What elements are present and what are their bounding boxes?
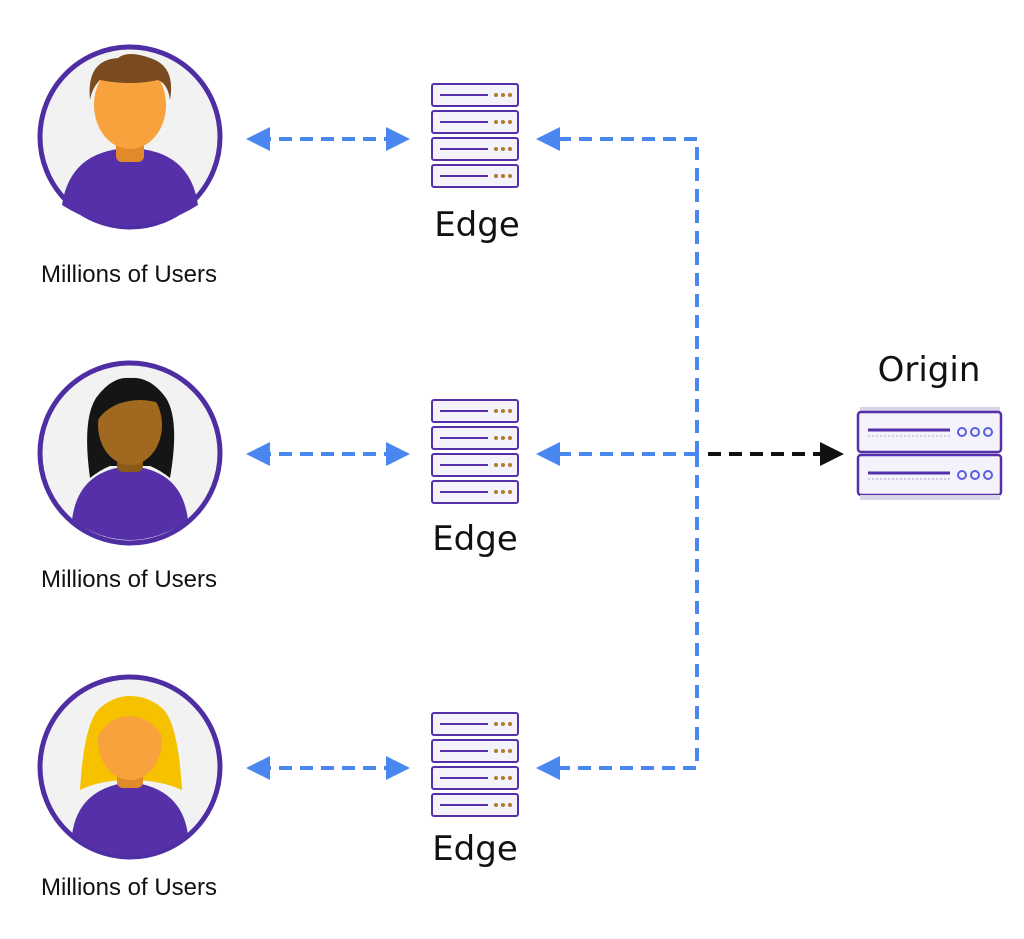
server-unit	[431, 739, 519, 763]
server-unit	[431, 793, 519, 817]
man-avatar-icon	[62, 54, 198, 226]
server-unit	[431, 426, 519, 450]
server-unit	[431, 453, 519, 477]
server-unit	[431, 766, 519, 790]
users-label-1: Millions of Users	[41, 261, 217, 288]
server-unit	[431, 399, 519, 423]
edge-server-3	[431, 712, 519, 817]
users-label-2: Millions of Users	[41, 566, 217, 593]
server-unit	[431, 712, 519, 736]
woman-dark-hair-avatar-icon	[72, 377, 188, 540]
server-unit	[431, 480, 519, 504]
origin-edge-connector-bottom	[536, 454, 699, 780]
edge-label-3: Edge	[432, 829, 518, 869]
edge-label-1: Edge	[434, 205, 520, 245]
server-unit	[431, 137, 519, 161]
server-unit	[431, 83, 519, 107]
server-unit	[431, 110, 519, 134]
users-label-3: Millions of Users	[41, 874, 217, 901]
server-unit	[431, 164, 519, 188]
user-avatar-1	[37, 44, 223, 230]
user-avatar-3	[37, 674, 223, 860]
edge-label-2: Edge	[432, 519, 518, 559]
edge-server-1	[431, 83, 519, 188]
woman-blonde-hair-avatar-icon	[72, 696, 188, 856]
origin-server-icon	[856, 407, 1003, 500]
user-avatar-2	[37, 360, 223, 546]
edge-server-2	[431, 399, 519, 504]
origin-label: Origin	[878, 350, 981, 390]
origin-edge-connector-top	[536, 127, 699, 454]
